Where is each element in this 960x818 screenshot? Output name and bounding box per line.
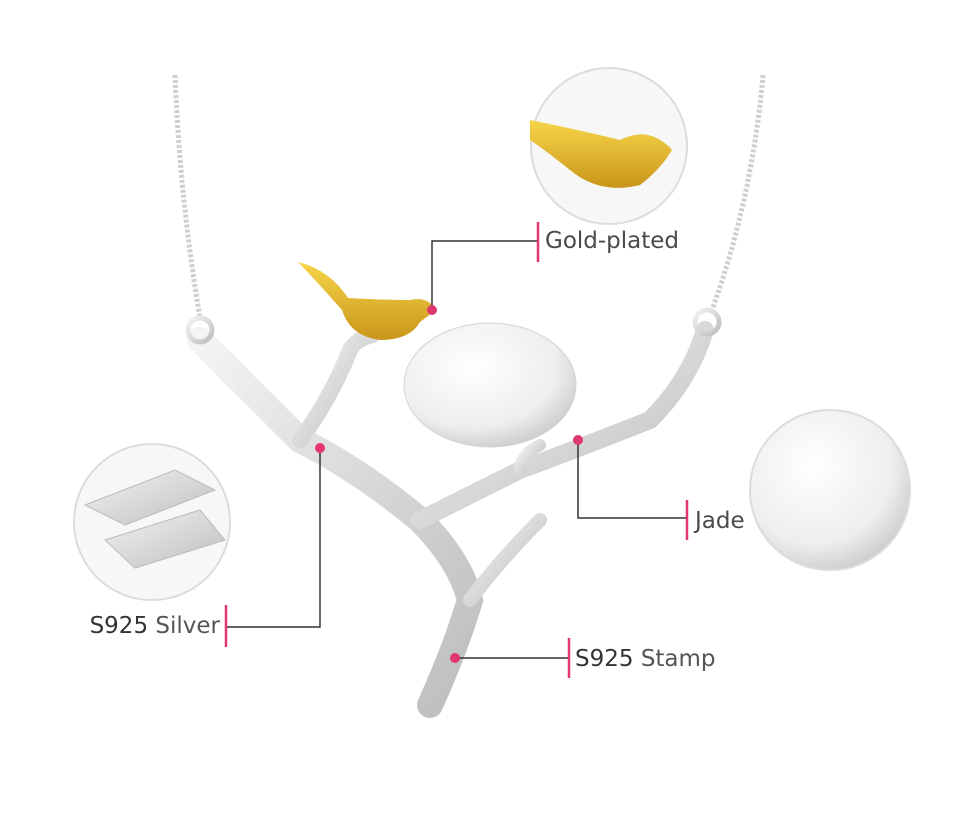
jade-stone	[403, 322, 577, 448]
chain	[172, 74, 766, 319]
marker-dots	[315, 305, 583, 663]
gold-bird	[298, 262, 436, 340]
gold-detail-circle	[530, 67, 688, 225]
leader-lines	[226, 240, 687, 659]
silver-branch	[185, 307, 722, 718]
label-s925-stamp: S925 Stamp	[575, 646, 716, 672]
jade-detail-circle	[749, 409, 911, 571]
label-jade: Jade	[695, 508, 745, 534]
marker-bars	[224, 222, 689, 678]
label-gold-plated: Gold-plated	[545, 228, 680, 254]
silver-detail-circle	[73, 443, 231, 601]
label-s925-silver: S925 Silver	[89, 613, 220, 639]
